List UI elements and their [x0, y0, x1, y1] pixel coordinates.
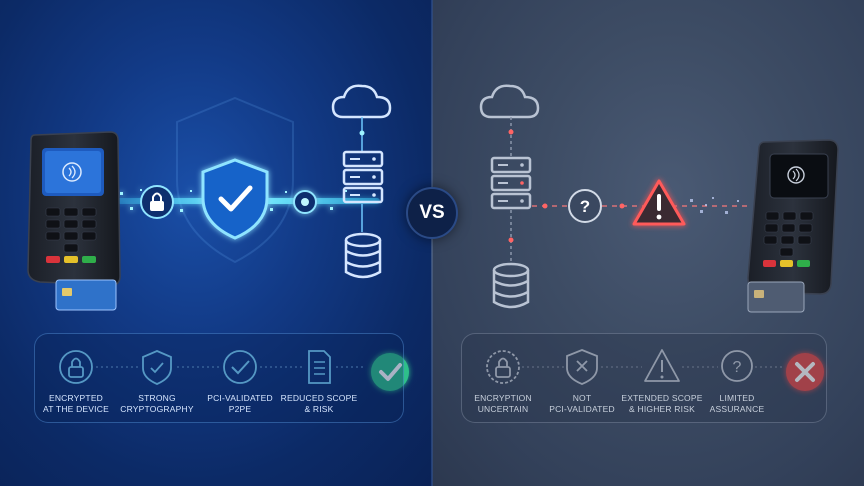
credit-card — [747, 281, 805, 313]
shield-icon — [142, 350, 172, 385]
cloud-icon — [331, 84, 392, 119]
question-icon: ? — [721, 350, 753, 382]
lock-node-icon — [140, 185, 174, 219]
question-node-icon: ? — [568, 189, 602, 223]
database-icon — [492, 262, 530, 309]
svg-text:?: ? — [733, 359, 742, 376]
lock-icon — [486, 350, 520, 384]
feature-label: REDUCED SCOPE& RISK — [280, 393, 358, 414]
x-badge-icon — [786, 353, 824, 391]
check-badge-icon — [371, 353, 409, 391]
unsecured-data-path — [532, 197, 750, 214]
warning-icon — [632, 179, 686, 226]
endpoint-node-icon — [293, 190, 317, 214]
server-icon — [342, 150, 384, 204]
server-icon — [490, 156, 532, 210]
cloud-icon — [479, 84, 540, 119]
risk-features-box — [461, 333, 827, 423]
credit-card — [55, 279, 117, 311]
shield-x-icon — [566, 349, 598, 385]
panel-divider — [431, 0, 433, 486]
check-circle-icon — [223, 350, 257, 384]
feature-label: EXTENDED SCOPE& HIGHER RISK — [621, 393, 703, 414]
validated-features-box — [34, 333, 404, 423]
payment-terminal-right — [747, 139, 839, 313]
shield-check-icon — [201, 158, 269, 240]
payment-terminal-left — [27, 131, 121, 311]
svg-text:?: ? — [580, 197, 590, 216]
vs-badge: VS — [406, 187, 458, 239]
document-icon — [308, 350, 331, 384]
warning-small-icon — [644, 349, 680, 382]
lock-icon — [59, 350, 93, 384]
database-icon — [344, 232, 382, 279]
